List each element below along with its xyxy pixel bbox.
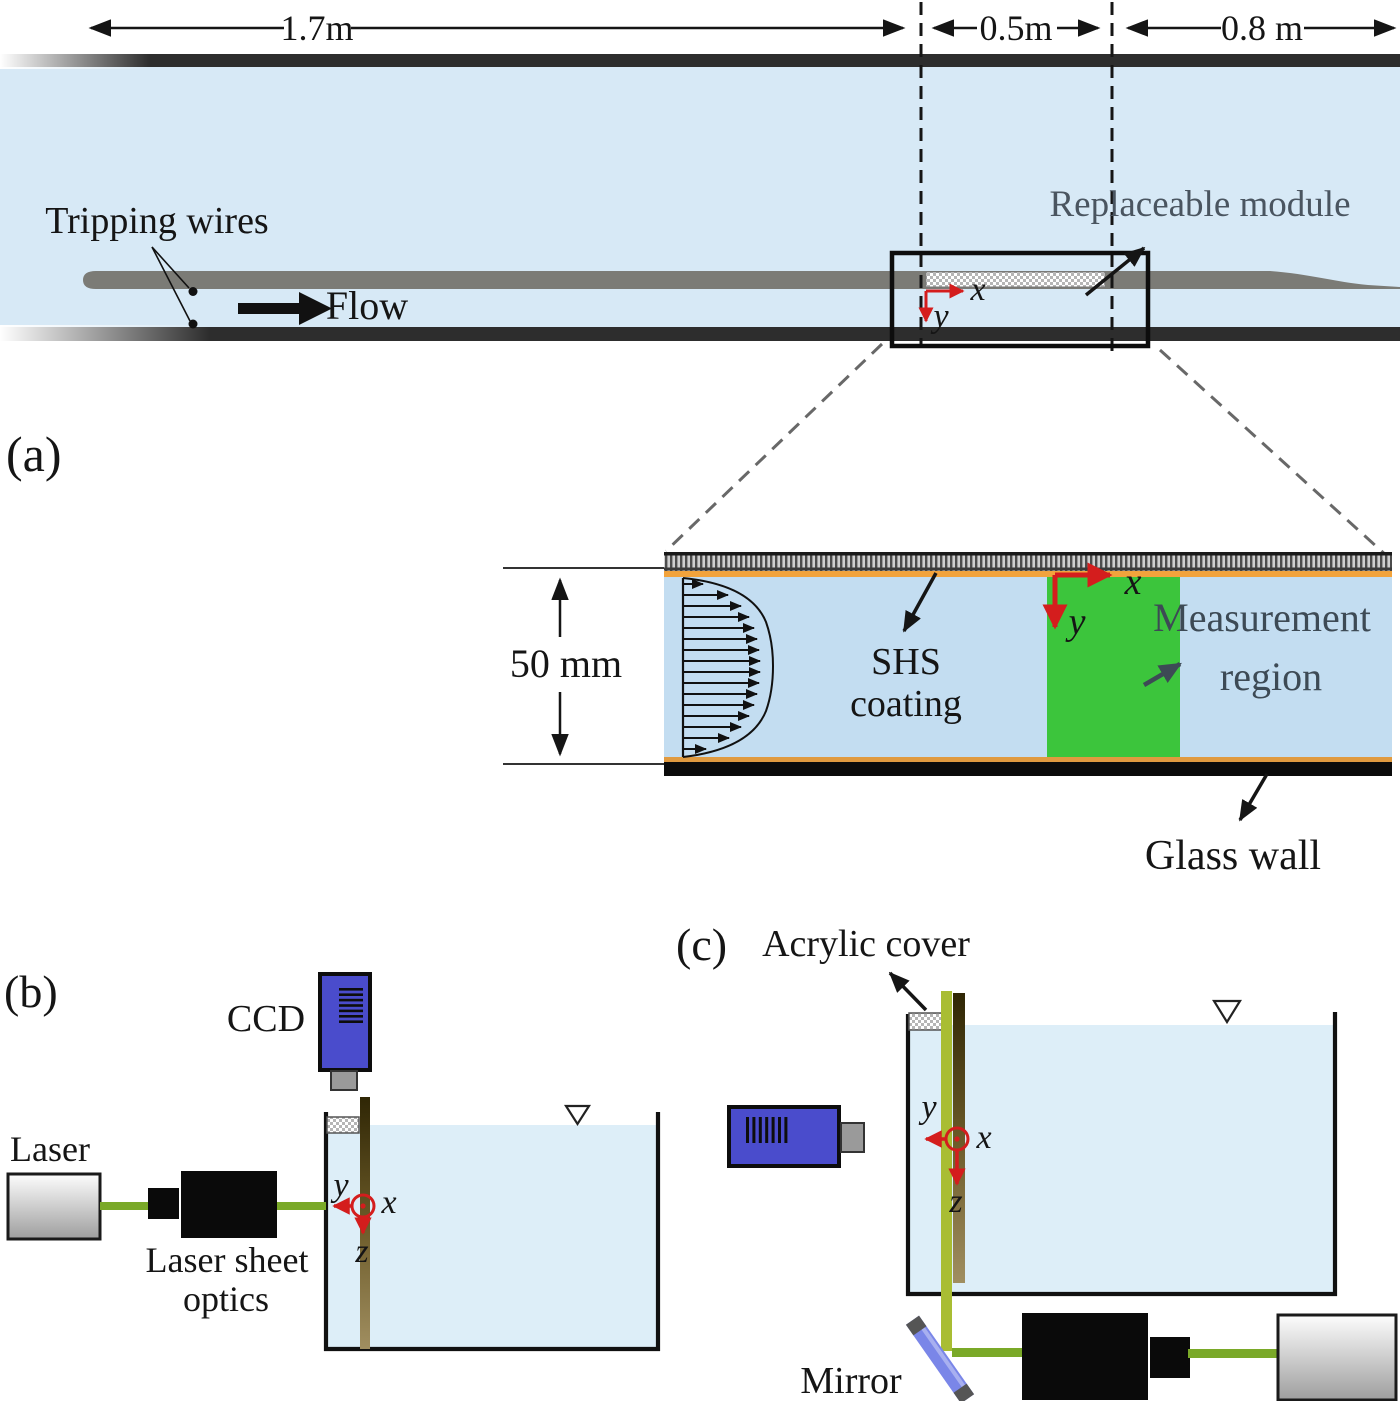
panel-b-axis-x-label: x <box>380 1184 396 1221</box>
ccd-lens-b <box>330 1070 358 1091</box>
top-wall-fade <box>0 52 150 69</box>
acrylic-cover-arrow <box>888 971 928 1012</box>
replaceable-module-arrow <box>1084 246 1146 297</box>
shs-coating-label-line1: SHS <box>871 641 941 683</box>
shs-coating-label-line2: coating <box>850 683 962 725</box>
laser-box-c <box>1276 1313 1398 1401</box>
laser-beam-b-1 <box>100 1202 148 1210</box>
acrylic-cover-c <box>908 1012 943 1031</box>
replaceable-module-strip <box>925 271 1106 288</box>
laser-sheet-c <box>941 991 952 1351</box>
camera-lens-c <box>840 1122 865 1153</box>
laser-sheet-optics-label-line1: Laser sheet <box>146 1240 309 1280</box>
panel-b-axis-z-label: z <box>354 1233 368 1270</box>
inset-axis-y-label: y <box>1065 601 1086 643</box>
inset-module-wall <box>664 552 1392 571</box>
measurement-region-label-line2: region <box>1220 654 1322 699</box>
acrylic-cover-b <box>326 1116 360 1134</box>
panel-c-front-view: (c) Acrylic cover Mirror y x z <box>676 919 1398 1401</box>
channel-bottom-wall <box>0 327 1400 341</box>
measurement-region-arrow <box>1142 662 1182 687</box>
zoom-connector-left <box>664 342 884 553</box>
water-surface-icon-c <box>1212 999 1242 1025</box>
top-view-axis-x-label: x <box>969 271 985 308</box>
zoom-box <box>889 250 1151 349</box>
glass-wall-rect <box>664 762 1392 776</box>
glass-wall-arrow <box>1238 773 1269 822</box>
panel-c-axes-icon <box>924 1126 970 1186</box>
camera-c <box>727 1105 841 1168</box>
laser-beam-c-2 <box>1188 1349 1280 1358</box>
optics-small-box-b <box>148 1188 179 1219</box>
zoom-connector-right <box>1158 348 1390 559</box>
panel-b-label: (b) <box>4 966 58 1017</box>
tank-c-water <box>909 1025 1333 1294</box>
panel-a-channel-side-view: 1.7m 0.5m 0.8 m Tripping wires Flow Repl… <box>0 2 1400 482</box>
tripping-wire-dot-1 <box>188 287 198 296</box>
camera-c-vents <box>746 1117 788 1143</box>
tank-b-water <box>326 1125 658 1351</box>
panel-b-side-view: (b) CCD Laser Laser sheet optics y x z <box>4 966 661 1352</box>
dim-0-8m-label: 0.8 m <box>1221 8 1303 48</box>
inset-zoomed-section: 50 mm SHS coating Measurement region Gla… <box>503 552 1392 879</box>
panel-c-axis-z-label: z <box>948 1183 962 1220</box>
laser-label-b: Laser <box>10 1129 90 1169</box>
top-view-axis-y-label: y <box>930 298 949 335</box>
mirror-icon <box>905 1315 975 1401</box>
shs-coating-arrow <box>902 572 938 633</box>
shs-coating-bottom-layer <box>664 757 1392 762</box>
panel-c-axis-x-label: x <box>975 1119 991 1156</box>
mirror-label: Mirror <box>800 1360 902 1401</box>
tripping-wire-dot-2 <box>188 319 198 329</box>
tripping-wire-leader-1 <box>151 246 190 289</box>
channel-top-wall <box>0 54 1400 67</box>
inset-water <box>664 577 1392 762</box>
replaceable-module-label: Replaceable module <box>1049 184 1350 225</box>
laser-beam-b-2 <box>277 1202 326 1210</box>
tripping-wires-label: Tripping wires <box>45 200 268 242</box>
dim-1-7m-label: 1.7m <box>280 8 353 48</box>
inset-module-wall-bottom-edge <box>664 567 1392 571</box>
panel-a-label: (a) <box>6 426 62 482</box>
tripping-wire-leader-2 <box>151 246 191 322</box>
ccd-label: CCD <box>227 998 305 1040</box>
height-50mm-label: 50 mm <box>510 641 622 686</box>
panel-c-axis-y-label: y <box>918 1089 937 1126</box>
inset-axis-x-label: x <box>1124 561 1142 603</box>
panel-c-label: (c) <box>676 919 727 970</box>
measurement-region-label-line1: Measurement <box>1153 595 1371 640</box>
flat-plate <box>83 271 1400 289</box>
acrylic-cover-label: Acrylic cover <box>762 923 970 965</box>
inset-axes-icon <box>1042 562 1113 630</box>
laser-beam-c-1 <box>952 1348 1024 1357</box>
laser-sheet-optics-c <box>1022 1313 1148 1400</box>
flow-label: Flow <box>326 283 408 328</box>
shs-coating-top-layer <box>664 571 1392 577</box>
water-surface-icon-b <box>563 1104 592 1127</box>
optics-small-box-c <box>1150 1337 1190 1378</box>
laser-sheet-optics-label-line2: optics <box>183 1279 269 1319</box>
laser-box-b <box>6 1172 102 1241</box>
ccd-camera-b-vents <box>339 988 363 1023</box>
panel-b-axes-icon <box>332 1193 376 1235</box>
laser-sheet-optics-b <box>181 1171 277 1238</box>
bottom-wall-fade <box>0 325 210 343</box>
top-view-axes-icon <box>918 283 965 323</box>
inset-module-wall-top-edge <box>664 552 1392 556</box>
velocity-profile <box>681 577 775 758</box>
panel-b-axis-y-label: y <box>330 1167 349 1204</box>
glass-wall-label: Glass wall <box>1145 833 1321 879</box>
flow-arrow-icon <box>238 292 332 325</box>
dim-0-5m-label: 0.5m <box>979 8 1052 48</box>
